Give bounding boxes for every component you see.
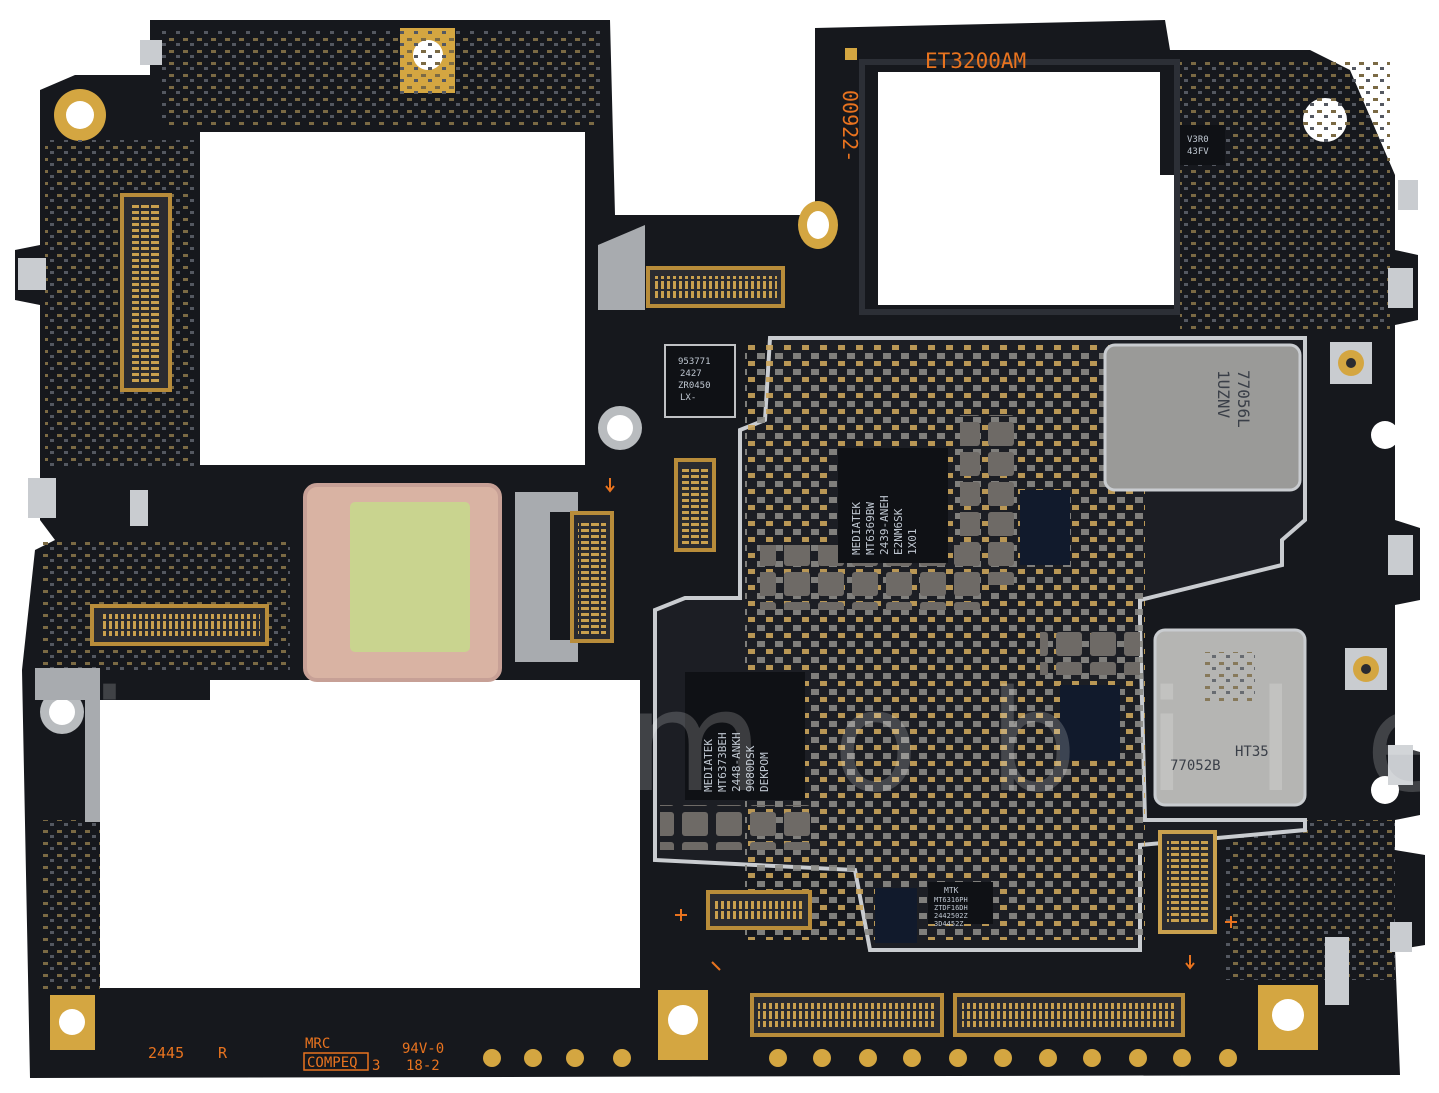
- pmic-main-line5: 1X01: [906, 529, 919, 556]
- silk-maker-line2: COMPEQ: [307, 1055, 358, 1071]
- smd-field-left-lower: [40, 820, 100, 990]
- pmic-secondary-line3: 2448-ANKH: [730, 732, 743, 792]
- watermark-text: ictomobile: [90, 661, 1439, 824]
- silk-rating-line2: 18-2: [406, 1058, 440, 1074]
- small-pmic-line2: MT6316PH: [934, 896, 968, 904]
- pmic-secondary-line1: MEDIATEK: [702, 739, 715, 792]
- smd-field-top-strip: [160, 30, 600, 125]
- test-pads-bottom: [483, 1049, 1237, 1067]
- rf-module-bottom: [1153, 628, 1307, 807]
- pmic-secondary-line2: MT6373BEH: [716, 732, 729, 792]
- sensor-chip: [664, 344, 736, 418]
- corner-line1: V3R0: [1187, 135, 1209, 145]
- smd-field-right-strip: [1180, 60, 1390, 330]
- pmic-secondary-line4: 9080DSK: [744, 745, 757, 792]
- small-ic-3: [875, 888, 917, 943]
- pmic-main-chip: [838, 448, 948, 563]
- small-pmic-line4: 2442502Z: [934, 912, 968, 920]
- pmic-main-line3: 2439-ANEH: [878, 495, 891, 555]
- rf-bottom-line2: HT35: [1235, 744, 1269, 760]
- sensor-line1: 953771: [678, 357, 711, 367]
- silk-ul-mark: R: [218, 1044, 228, 1062]
- silk-date-code: 2445: [148, 1044, 184, 1062]
- silk-top-label: ET3200AM: [925, 49, 1026, 73]
- small-pmic-line3: ZTDF16DH: [934, 904, 968, 912]
- sensor-line2: 2427: [680, 369, 702, 379]
- cutout-top-left: [200, 132, 585, 465]
- small-pmic-line5: 3D4452Z: [934, 920, 964, 928]
- inductor-column: [960, 415, 1015, 585]
- spring-contacts: [18, 40, 1418, 952]
- inductor-array: [660, 805, 810, 850]
- metal-bracket-top: [598, 225, 645, 310]
- rf-bottom-line1: 77052B: [1170, 758, 1221, 774]
- small-pmic-line1: MTK: [944, 886, 959, 895]
- metal-bracket-left: [35, 668, 100, 822]
- silk-rating-line1: 94V-0: [402, 1041, 444, 1057]
- rf-top-line2: 1UZNV: [1214, 370, 1233, 419]
- pmic-secondary-line5: DEKPOM: [758, 752, 771, 792]
- pmic-main-line1: MEDIATEK: [850, 502, 863, 555]
- rf-top-line1: 77056L: [1234, 370, 1253, 428]
- silk-markers: [605, 478, 1237, 971]
- corner-line2: 43FV: [1187, 147, 1209, 157]
- rf-module-bottom-qrcode: [1205, 652, 1255, 702]
- metal-bracket-center: [515, 492, 578, 662]
- pmic-main-line4: E2NM6SK: [892, 508, 905, 555]
- smd-field-bottom-right: [1225, 820, 1395, 980]
- silk-vertical-code: 00922-: [838, 90, 862, 162]
- sensor-line3: ZR0450: [678, 381, 711, 391]
- connectors: [90, 193, 1217, 1037]
- sensor-line4: LX-: [680, 393, 696, 403]
- cutout-top-right: [878, 72, 1175, 305]
- inductor-row: [1040, 630, 1140, 675]
- rf-module-top: [1103, 343, 1302, 492]
- small-ic-1: [1020, 490, 1070, 565]
- thermal-pad: [350, 502, 470, 652]
- cutout-bottom-left: [100, 680, 640, 988]
- silk-maker-suffix: 3: [372, 1058, 380, 1074]
- coax-connectors: [1325, 342, 1387, 1005]
- pmic-secondary-chip: [685, 672, 805, 800]
- small-pmic-chip: [928, 882, 993, 924]
- small-ic-2: [1060, 685, 1120, 760]
- silk-maker-line1: MRC: [305, 1036, 330, 1052]
- pmic-main-line2: MT6369BW: [864, 502, 877, 555]
- corner-chip: [1180, 125, 1225, 165]
